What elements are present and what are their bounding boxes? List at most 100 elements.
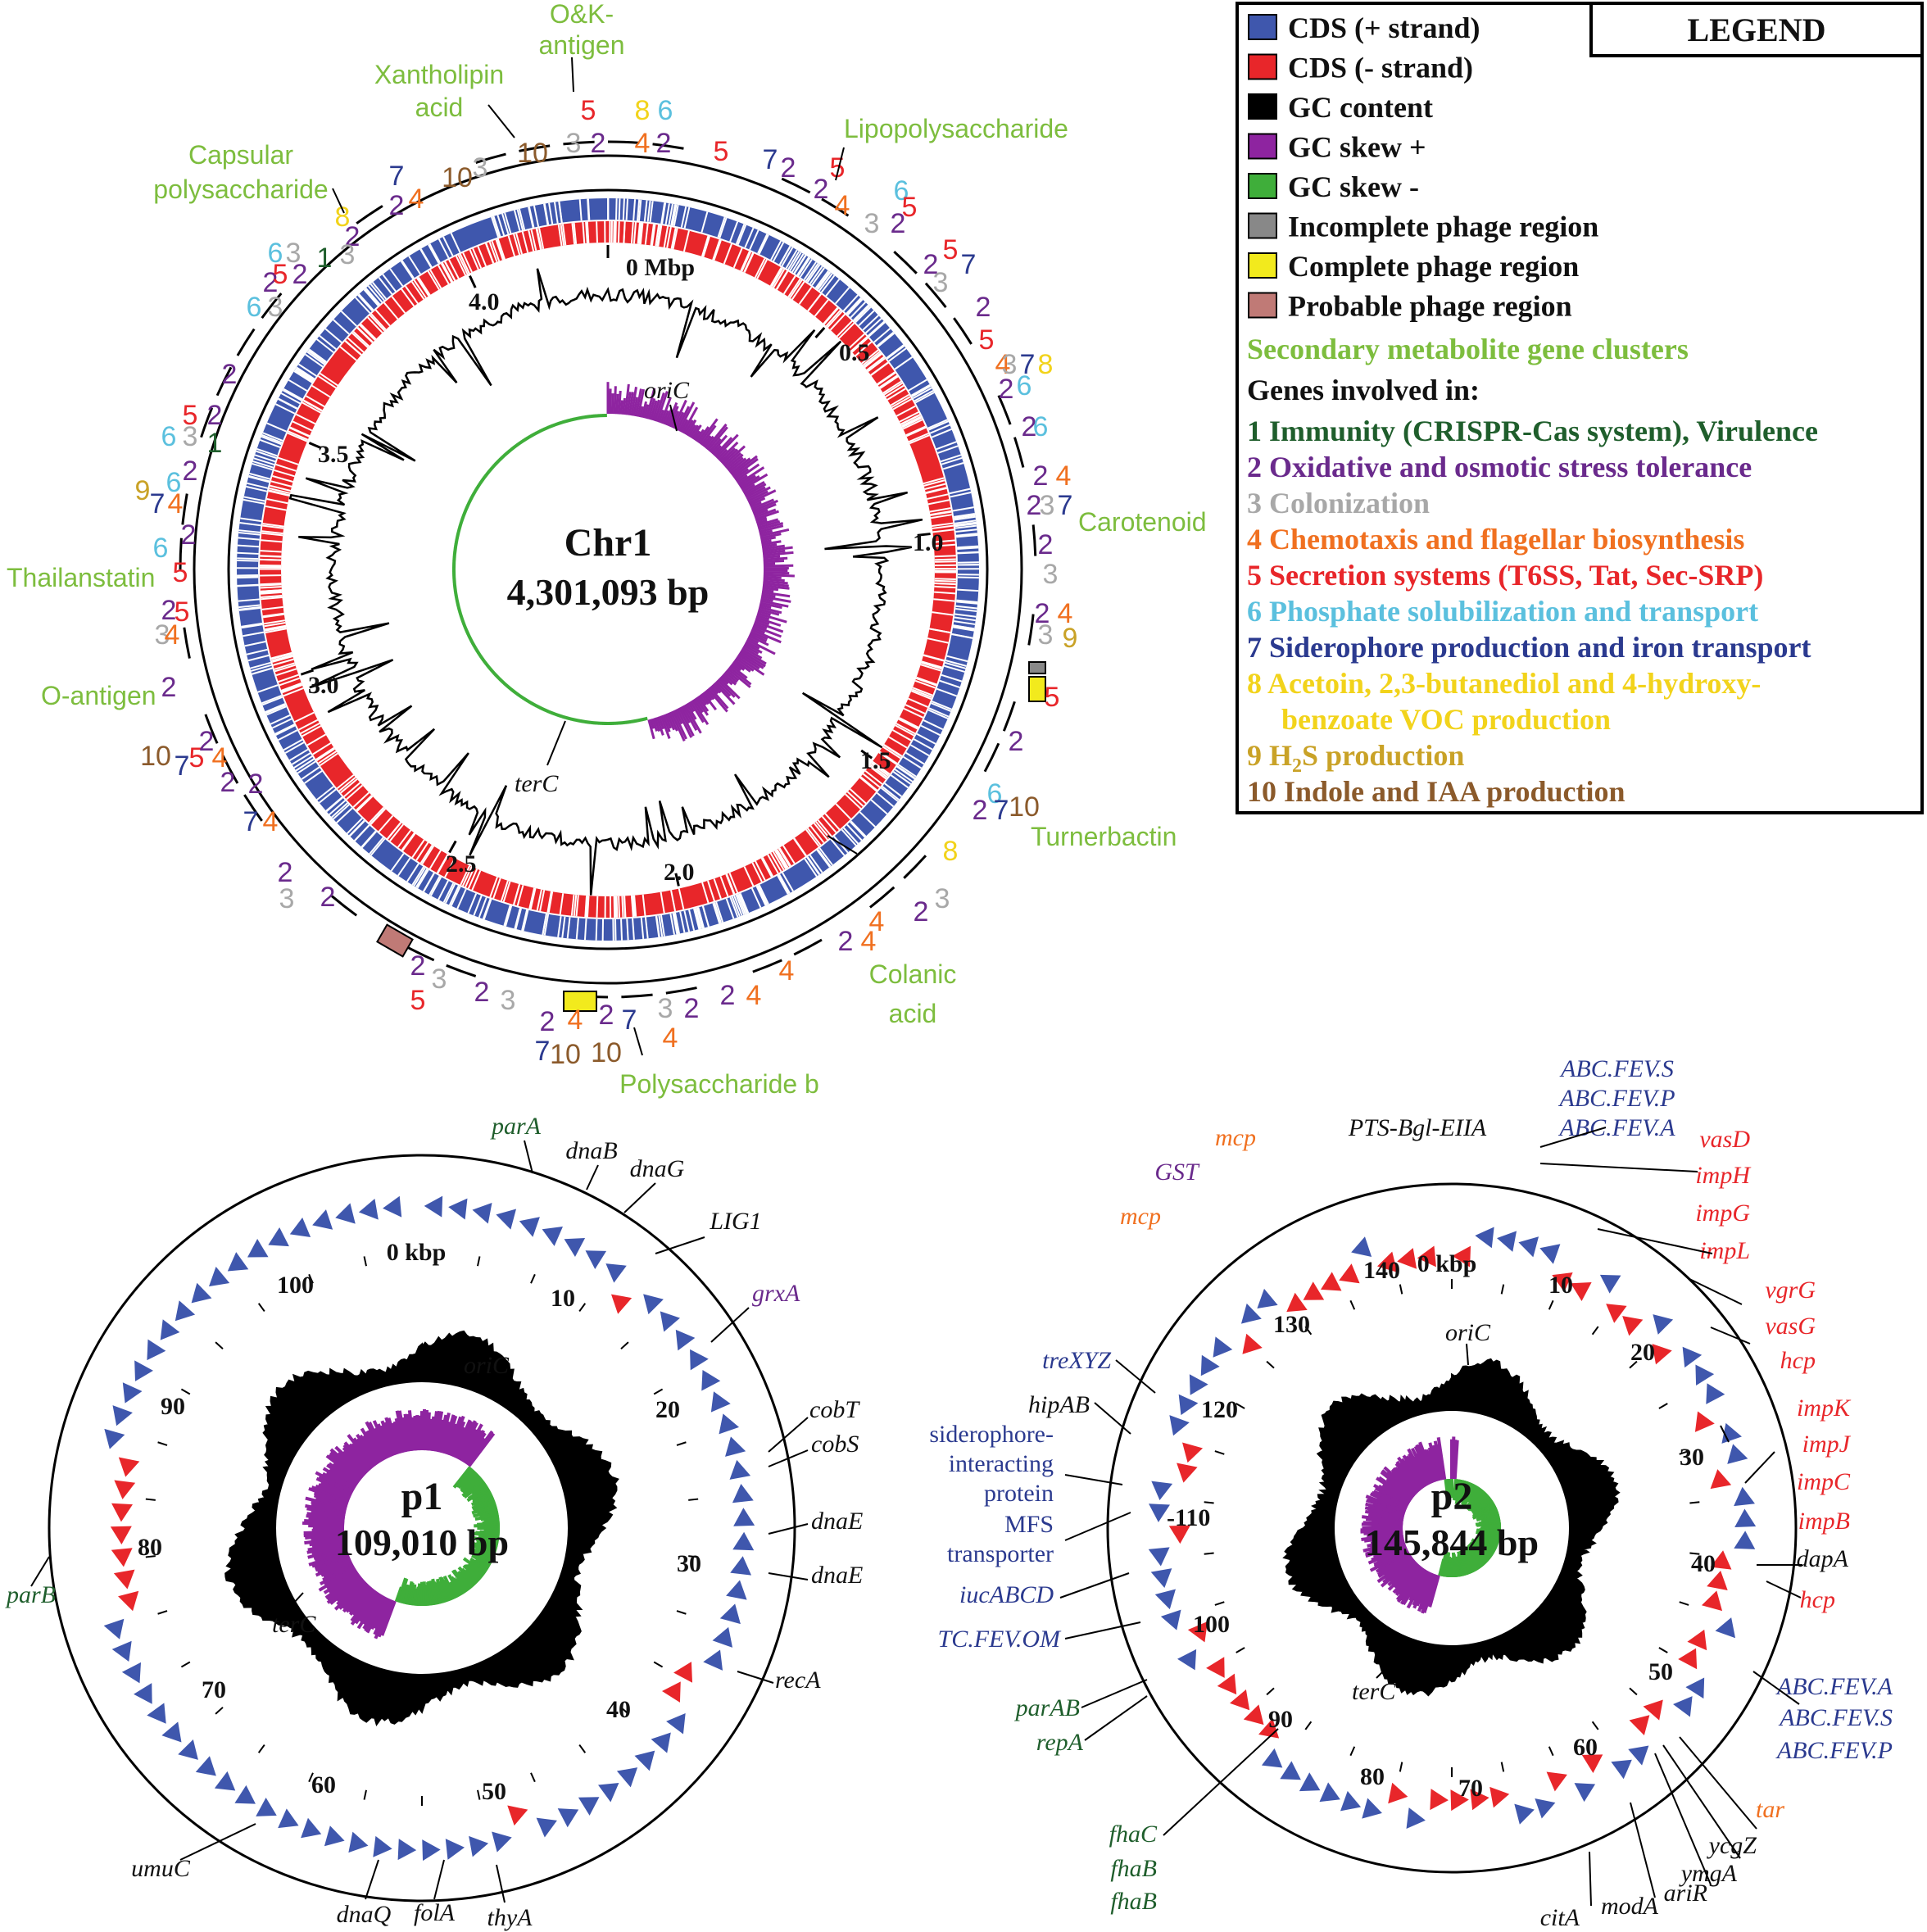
chr1-category-7: 7	[1058, 490, 1073, 521]
chr1-gc-skew-plus	[733, 659, 751, 673]
p2-gene-leader-left	[1115, 1359, 1156, 1394]
chr1-cds-plus-gap	[354, 824, 370, 841]
chr1-cds-minus-gap	[306, 733, 327, 746]
chr1-cds-minus-gap	[413, 279, 427, 299]
chr1-cds-plus-gap	[661, 202, 667, 224]
p1-gc-skew-plus	[311, 1539, 346, 1549]
chr1-cds-minus-gap	[845, 793, 862, 810]
chr1-cds-plus-gap	[308, 348, 327, 363]
p1-gc-skew-plus	[358, 1592, 381, 1622]
chr1-gc-skew-plus	[698, 694, 708, 706]
chr1-category-2: 2	[1038, 529, 1054, 560]
chr1-outer-circle	[193, 154, 1023, 985]
chr1-cds-minus-gap	[740, 251, 750, 271]
p2-gene-plus	[1160, 1609, 1181, 1630]
chr1-cds-plus-gap	[367, 285, 383, 303]
p1-gc-skew-plus	[368, 1422, 389, 1459]
p2-gene-left-11: fhaC	[1109, 1821, 1158, 1848]
legend-swatch-2	[1248, 93, 1277, 120]
chr1-cds-plus-gap	[778, 873, 791, 894]
p1-tick-mark	[145, 1498, 156, 1501]
chr1-cds-minus-gap	[515, 233, 523, 255]
p2-gene-leader-left	[1163, 1728, 1279, 1836]
chr1-cds-minus-gap	[861, 349, 879, 365]
chr1-cds-plus-gap	[880, 787, 899, 802]
p2-gene-plus	[1475, 1227, 1494, 1249]
chr1-category-3: 3	[658, 993, 673, 1024]
p1-gc-skew-plus	[465, 1437, 486, 1466]
chr1-cds-plus-gap	[954, 616, 976, 622]
chr1-category-2: 2	[161, 595, 177, 626]
chr1-cds-minus-gap	[389, 823, 404, 842]
chr1-marker-arc	[983, 742, 1000, 773]
chr1-cds-plus-gap	[275, 724, 296, 736]
p1-gene-minus	[507, 1805, 528, 1826]
chr1-cds-minus-gap	[344, 340, 362, 356]
chr1-category-7: 7	[150, 488, 165, 519]
p1-gc-skew-plus	[308, 1550, 349, 1567]
chr1-cds-plus-gap	[688, 909, 696, 931]
chr1-cds-plus-gap	[806, 856, 820, 876]
chr1-cds-plus-gap	[346, 818, 363, 835]
chr1-cds-minus-gap	[539, 890, 546, 912]
p2-gene-minus	[1377, 1251, 1398, 1272]
chr1-cds-minus-gap	[346, 784, 364, 800]
chr1-cds-minus-gap	[732, 247, 743, 269]
chr1-cds-minus-gap	[871, 761, 891, 775]
chr1-cds-plus-gap	[456, 888, 467, 909]
chr1-cds-minus-gap	[921, 660, 943, 669]
chr1-gc-skew-plus	[735, 463, 760, 482]
p1-gc-skew-plus	[326, 1463, 358, 1487]
chr1-category-4: 4	[869, 906, 885, 937]
p2-gene-plus	[1351, 1236, 1372, 1257]
chr1-cds-plus-gap	[785, 249, 798, 270]
p2-gene-right-13: ABC.FEV.A	[1775, 1673, 1893, 1700]
legend-swatch-label-1: CDS (- strand)	[1288, 52, 1473, 84]
chr1-cds-minus-gap	[343, 782, 361, 797]
chr1-category-2: 2	[410, 950, 426, 982]
chr1-category-2: 2	[199, 726, 215, 757]
chr1-gc-skew-plus	[662, 714, 671, 732]
chr1-category-2: 2	[999, 374, 1014, 405]
chr1-gc-skew-plus	[725, 453, 744, 469]
chr1-cds-plus-gap	[944, 664, 965, 673]
p1-gene-plus	[605, 1263, 627, 1283]
chr1-cds-plus-gap	[238, 529, 261, 533]
p2-gene-plus	[1685, 1677, 1705, 1699]
chr1-cds-plus-gap	[243, 498, 265, 505]
p1-gene-plus	[112, 1405, 133, 1426]
chr1-gc-skew-plus	[762, 587, 779, 592]
chr1-cds-minus-gap	[888, 736, 908, 749]
chr1-cds-plus-gap	[252, 667, 273, 675]
chr1-cds-plus-gap	[696, 907, 704, 929]
p1-tick-mark	[308, 1772, 314, 1783]
p2-gene-right-19: ariR	[1664, 1880, 1707, 1907]
p2-gene-leader	[1539, 1127, 1607, 1148]
p2-gene-leader	[1710, 1327, 1751, 1345]
chr1-cds-plus-gap	[280, 392, 301, 405]
p1-gene-plus	[726, 1580, 747, 1600]
p1-gene-plus	[729, 1459, 751, 1480]
chr1-cds-minus-gap	[932, 522, 954, 528]
p2-gene-mcp2: mcp	[1120, 1203, 1161, 1230]
p1-gene-leader	[179, 1823, 256, 1861]
p2-gene-leader	[1766, 1581, 1802, 1599]
p1-gc-skew-plus	[352, 1437, 377, 1467]
p2-gene-minus	[1182, 1442, 1204, 1463]
chr1-cds-plus-gap	[278, 729, 298, 742]
chr1-gc-skew-plus	[713, 437, 733, 457]
chr1-cds-minus-gap	[726, 873, 736, 895]
chr1-cds-plus-gap	[504, 212, 512, 234]
chr1-category-5: 5	[173, 557, 188, 588]
chr1-cds-plus-gap	[719, 217, 728, 238]
chr1-cds-plus-gap	[858, 310, 875, 327]
cluster-o-antigen: O-antigen	[41, 681, 156, 710]
chr1-cds-plus-gap	[288, 379, 308, 392]
chr1-category-10: 10	[591, 1037, 622, 1068]
chr1-cds-plus-gap	[274, 403, 296, 415]
p1-gc-skew-plus	[449, 1421, 466, 1457]
chr1-cds-minus-gap	[421, 845, 435, 865]
chr1-gc-skew-plus	[696, 696, 710, 712]
chr1-cds-plus-gap	[920, 724, 941, 737]
chr1-cds-minus-gap	[923, 477, 945, 485]
